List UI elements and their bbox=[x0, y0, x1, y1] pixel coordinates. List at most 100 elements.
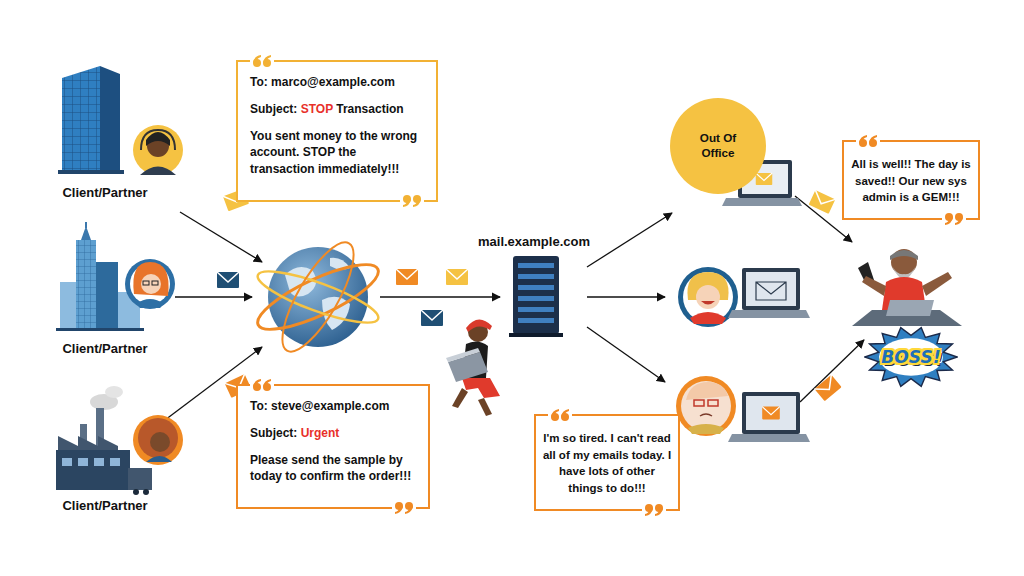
mail-server bbox=[518, 263, 554, 268]
laptop bbox=[728, 268, 810, 318]
quote-mark bbox=[395, 506, 403, 514]
skyscrapers bbox=[85, 222, 87, 228]
laptop bbox=[762, 407, 780, 420]
sender-label: Client/Partner bbox=[62, 185, 147, 200]
avatar bbox=[125, 259, 175, 309]
person bbox=[696, 285, 720, 309]
server-name: mail.example.com bbox=[478, 234, 590, 249]
person bbox=[708, 400, 718, 406]
globe bbox=[253, 262, 383, 332]
factory bbox=[62, 458, 72, 466]
factory bbox=[133, 489, 139, 495]
factory bbox=[105, 386, 123, 398]
message-callout: To: marco@example.comSubject: STOP Trans… bbox=[236, 60, 438, 202]
quote-mark bbox=[548, 407, 572, 423]
avatar bbox=[138, 418, 178, 458]
person bbox=[701, 301, 715, 305]
quote-mark bbox=[859, 135, 867, 143]
quote-mark bbox=[400, 193, 424, 209]
avatar bbox=[133, 262, 168, 296]
person bbox=[700, 414, 712, 416]
quote-mark bbox=[551, 409, 559, 417]
avatar bbox=[133, 415, 183, 465]
avatar bbox=[140, 167, 176, 176]
quote-mark bbox=[642, 502, 666, 518]
quote-mark bbox=[655, 508, 663, 516]
factory bbox=[62, 458, 120, 466]
mail-server bbox=[509, 333, 563, 337]
skyscrapers bbox=[81, 226, 91, 240]
flow-arrows bbox=[175, 296, 252, 297]
flow-arrows bbox=[800, 340, 864, 402]
sys-admin bbox=[446, 348, 480, 362]
sys-admin bbox=[478, 398, 492, 416]
envelope bbox=[217, 272, 239, 288]
laptop bbox=[756, 282, 786, 300]
person bbox=[688, 424, 724, 434]
subject-line: Subject: Urgent bbox=[250, 425, 416, 442]
factory bbox=[143, 489, 149, 495]
quote-mark bbox=[955, 217, 963, 225]
avatar bbox=[152, 281, 158, 285]
person bbox=[694, 400, 704, 406]
quote-mark bbox=[413, 199, 421, 207]
quote-mark bbox=[250, 53, 274, 69]
status-text: Out Of Office bbox=[683, 131, 752, 160]
quote-mark bbox=[403, 199, 411, 207]
flow-arrows bbox=[180, 212, 262, 262]
avatar bbox=[133, 125, 183, 175]
speech-bubble: All is well!! The day is saved!! Our new… bbox=[842, 140, 980, 220]
person bbox=[686, 382, 728, 400]
subject-line: Subject: STOP Transaction bbox=[250, 101, 424, 118]
sys-admin bbox=[462, 378, 500, 398]
factory bbox=[128, 468, 152, 490]
laptop bbox=[746, 272, 796, 306]
avatar bbox=[125, 259, 175, 309]
skyscrapers bbox=[96, 262, 118, 330]
globe bbox=[251, 253, 386, 341]
badge-text: BOSS! bbox=[881, 347, 940, 367]
recipient-line: To: marco@example.com bbox=[250, 74, 424, 91]
laptop bbox=[728, 392, 810, 442]
quote-mark bbox=[942, 211, 966, 227]
boss-badge: BOSS! bbox=[864, 326, 958, 388]
mail-server bbox=[518, 307, 554, 312]
factory bbox=[78, 458, 88, 466]
quote-mark bbox=[869, 135, 877, 143]
office-tower bbox=[58, 66, 124, 174]
subject-word: Subject: bbox=[250, 102, 297, 116]
envelope bbox=[396, 269, 418, 285]
person bbox=[676, 376, 736, 436]
boss bbox=[852, 249, 962, 326]
globe bbox=[270, 233, 367, 360]
avatar bbox=[143, 281, 149, 285]
quote-mark bbox=[263, 379, 271, 387]
person bbox=[681, 381, 731, 431]
avatar bbox=[150, 432, 170, 452]
speech-bubble: I'm so tired. I can't read all of my ema… bbox=[534, 414, 680, 511]
envelope bbox=[814, 375, 841, 401]
laptop bbox=[742, 392, 800, 434]
skyscrapers bbox=[60, 282, 78, 330]
person bbox=[676, 376, 736, 436]
office-tower bbox=[100, 66, 120, 172]
quote-mark bbox=[253, 379, 261, 387]
flow-arrows bbox=[380, 296, 500, 297]
circle-shape bbox=[670, 98, 766, 194]
factory bbox=[110, 458, 120, 466]
envelope bbox=[421, 310, 443, 326]
avatar bbox=[133, 415, 183, 465]
flow-arrows bbox=[587, 327, 665, 382]
speech-text: I'm so tired. I can't read all of my ema… bbox=[542, 430, 672, 497]
laptop bbox=[728, 310, 810, 318]
avatar bbox=[146, 132, 170, 146]
quote-mark bbox=[561, 409, 569, 417]
sys-admin bbox=[466, 319, 492, 332]
burst-shape bbox=[865, 328, 957, 387]
laptop bbox=[746, 396, 796, 430]
quote-mark bbox=[263, 55, 271, 63]
mail-server bbox=[513, 256, 559, 334]
flow-arrows bbox=[587, 213, 672, 267]
factory bbox=[56, 450, 130, 490]
